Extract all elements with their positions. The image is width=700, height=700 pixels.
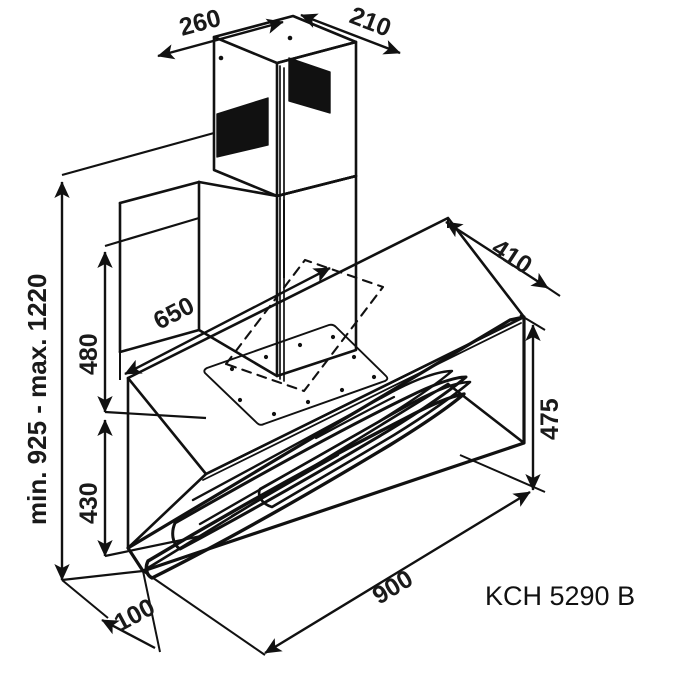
chimney-hole-left: [218, 55, 224, 61]
dim-label-480: 480: [75, 333, 103, 375]
vent-slot-front: [216, 97, 269, 158]
dim-line-410: [445, 220, 549, 290]
chimney-hole-right: [287, 35, 293, 41]
model-label: KCH 5290 B: [485, 581, 635, 611]
swirl-accent-2: [230, 453, 340, 518]
ext-line-100-b: [142, 570, 161, 653]
ext-line-total-top: [61, 131, 215, 177]
lower-chimney-back-edge: [118, 180, 201, 205]
ext-line-total-bottom: [61, 569, 144, 582]
ext-line-430-bottom: [104, 533, 207, 558]
swirl-accent-1: [314, 395, 396, 440]
glass-panel-top-bevel-2: [202, 322, 522, 481]
vent-slot-side: [288, 57, 331, 114]
ext-line-410-right: [547, 287, 561, 297]
ext-line-900-left: [142, 570, 266, 656]
dim-line-100: [101, 618, 156, 650]
hood-body: [126, 315, 526, 573]
chimney-front-face: [212, 35, 279, 198]
dim-label-total-height: min. 925 - max. 1220: [22, 274, 52, 525]
dim-label-475: 475: [536, 398, 564, 440]
ext-line-480-bottom: [104, 410, 207, 420]
dim-line-210: [300, 13, 401, 55]
leaf-shape-4: [191, 369, 454, 526]
ext-line-475-top: [519, 314, 546, 331]
dim-label-430: 430: [75, 482, 103, 524]
leaf-shape-2: [171, 375, 468, 551]
ext-line-475-bottom: [459, 454, 546, 493]
dim-line-650: [124, 266, 331, 376]
body-nose-edge: [126, 546, 145, 573]
ext-line-100-a: [61, 579, 109, 619]
dim-line-900: [264, 490, 531, 655]
dimension-lines: [54, 13, 561, 656]
dim-line-260: [157, 18, 284, 60]
leaf-shape-1: [144, 392, 466, 580]
glass-panel-top-bevel: [204, 315, 526, 476]
